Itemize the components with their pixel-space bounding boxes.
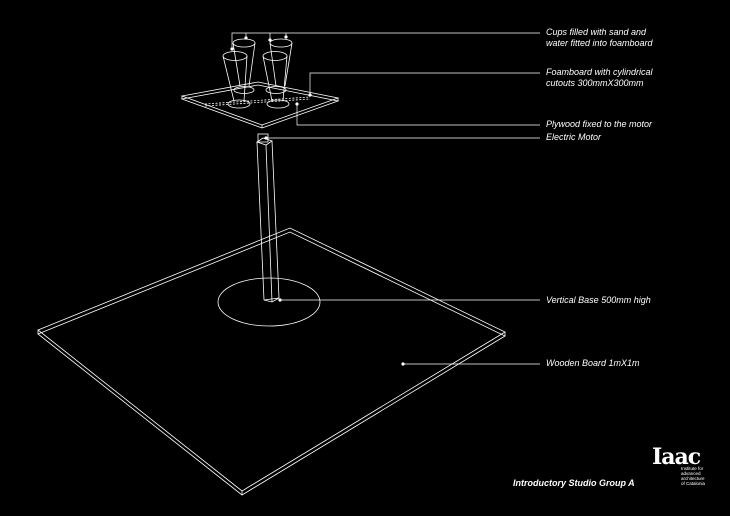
logo-line: of Catalonia [681, 481, 706, 486]
logo-mark: Iaac [652, 444, 701, 470]
label-foamboard: Foamboard with cylindrical cutouts 300mm… [546, 67, 653, 89]
base-ellipse [217, 277, 321, 327]
label-cups-line2: water fitted into foamboard [546, 38, 653, 48]
label-vertical-base: Vertical Base 500mm high [546, 295, 651, 305]
vertical-column [256, 137, 280, 303]
label-foamboard-line2: cutouts 300mmX300mm [546, 78, 644, 88]
foamboard-plate [180, 81, 340, 129]
cups [222, 38, 293, 102]
logo-subtitle: Institute for advanced architecture of C… [681, 466, 705, 486]
logo-line: advanced [681, 471, 701, 476]
wooden-board [37, 227, 506, 496]
label-foamboard-line1: Foamboard with cylindrical [546, 67, 653, 77]
label-motor: Electric Motor [546, 132, 602, 142]
label-cups: Cups filled with sand and water fitted i… [546, 27, 653, 49]
footer-title: Introductory Studio Group A [513, 478, 635, 488]
label-plywood: Plywood fixed to the motor [546, 119, 653, 129]
label-cups-line1: Cups filled with sand and [546, 27, 647, 37]
logo-line: architecture [681, 476, 705, 481]
leader-lines [231, 32, 540, 365]
label-wooden-board: Wooden Board 1mX1m [546, 358, 640, 368]
iaac-logo: Iaac Institute for advanced architecture… [652, 446, 722, 494]
logo-line: Institute for [681, 466, 704, 471]
